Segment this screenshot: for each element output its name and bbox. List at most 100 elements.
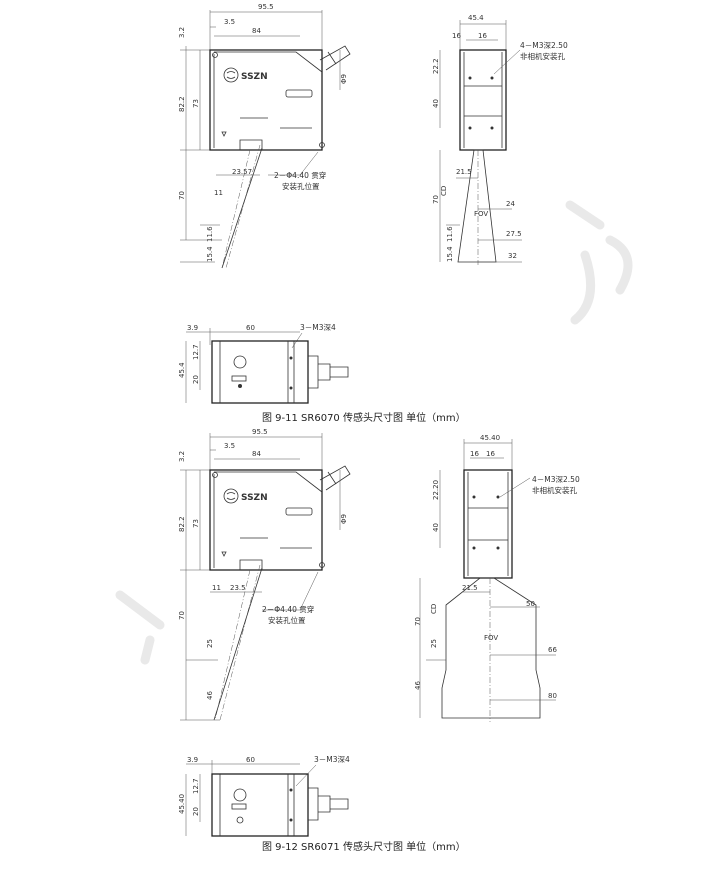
cable-connector — [319, 465, 351, 491]
top-offset: 3.9 — [187, 324, 198, 332]
side-fov-a: 50 — [526, 600, 535, 608]
side-fov-label: FOV — [484, 634, 498, 642]
screw-note-2: 非相机安装孔 — [532, 485, 577, 495]
screw-note-1: 4－M3深2.50 — [520, 41, 568, 50]
side-cd-label: CD — [430, 604, 438, 614]
dim-body-width: 84 — [252, 27, 261, 35]
dim-offset-left: 3.5 — [224, 442, 235, 450]
side-body — [463, 469, 513, 579]
side-fov-b: 27.5 — [506, 230, 522, 238]
side-fov-label: FOV — [474, 210, 488, 218]
side-width: 45.4 — [468, 14, 484, 22]
side-fov-c: 32 — [508, 252, 517, 260]
brand-logo: SSZN — [241, 493, 268, 503]
fig2-caption: 图 9-12 SR6071 传感头尺寸图 单位（mm） — [262, 840, 466, 853]
top-h-b: 20 — [192, 375, 200, 384]
top-lens — [233, 788, 247, 802]
mount-note-2: 安装孔位置 — [268, 615, 306, 625]
dim-range-a: 25 — [206, 639, 214, 648]
fig1-caption: 图 9-11 SR6070 传感头尺寸图 单位（mm） — [262, 411, 466, 424]
mount-hole-bottom — [319, 142, 325, 148]
screw-note-1: 4－M3深2.50 — [532, 475, 580, 484]
top-h-b: 20 — [192, 807, 200, 816]
side-range-b: 15.4 — [446, 246, 454, 262]
mount-note-2: 安装孔位置 — [282, 181, 320, 191]
side-range-b: 46 — [414, 681, 422, 690]
sensor-body — [209, 49, 323, 151]
mount-hole-top — [212, 472, 218, 478]
dim-height-total: 82.2 — [178, 96, 186, 112]
dim-cable-dia: Φ9 — [340, 74, 348, 84]
dim-angle-offset: 11 — [212, 584, 221, 592]
side-range-a: 11.6 — [446, 226, 454, 242]
top-lens — [233, 355, 247, 369]
side-cd-label: CD — [440, 186, 448, 196]
body-top-bevel — [214, 51, 323, 73]
side-beam-w: 21.5 — [456, 168, 472, 176]
logo-mark — [223, 67, 239, 83]
fig1-front-view: 95.5 3.5 84 3.2 82.2 73 70 11.6 15.4 Φ9 … — [178, 3, 351, 269]
fig1-top-view: 3.9 60 3－M3深4 45.4 12.7 20 — [178, 323, 349, 404]
fig1-side-view: 45.4 16 16 22.2 40 4－M3深2.50 非相机安装孔 70 C… — [432, 14, 568, 265]
dim-cd: 70 — [178, 191, 186, 200]
watermark — [115, 200, 633, 665]
screw-note-2: 非相机安装孔 — [520, 51, 565, 61]
lens-window — [285, 507, 313, 516]
dim-top-small: 3.2 — [178, 27, 186, 38]
side-height-b: 40 — [432, 99, 440, 108]
side-fov-c: 80 — [548, 692, 557, 700]
fig2-top-view: 3.9 60 3－M3深4 45.40 12.7 20 — [178, 755, 350, 837]
fov-beam — [457, 149, 497, 263]
dim-height-body: 73 — [192, 99, 200, 108]
top-h-a: 12.7 — [192, 778, 200, 794]
side-pitch-a: 16 — [470, 450, 479, 458]
top-width: 45.40 — [178, 794, 186, 814]
top-length: 60 — [246, 756, 255, 764]
dim-cd: 70 — [178, 611, 186, 620]
fov-beam — [441, 577, 541, 719]
mount-note-1: 2－Φ4.40 贯穿 — [274, 170, 326, 180]
side-pitch-a: 16 — [452, 32, 461, 40]
side-height-a: 22.2 — [432, 58, 440, 74]
side-height-b: 40 — [432, 523, 440, 532]
dim-height-total: 82.2 — [178, 516, 186, 532]
top-cable — [330, 366, 349, 378]
side-cd: 70 — [432, 195, 440, 204]
dim-height-body: 73 — [192, 519, 200, 528]
side-body — [459, 49, 507, 151]
dim-cable-dia: Φ9 — [340, 514, 348, 524]
side-cd: 70 — [414, 617, 422, 626]
mount-hole-bottom — [319, 562, 325, 568]
side-fov-b: 66 — [548, 646, 557, 654]
side-height-a: 22.20 — [432, 480, 440, 500]
top-screw-note: 3－M3深4 — [300, 323, 336, 332]
fig2-front-view: 95.5 3.5 84 3.2 82.2 73 70 25 46 Φ9 SSZN — [178, 428, 351, 721]
dim-width-total: 95.5 — [258, 3, 274, 11]
dim-angle: 23.5 — [230, 584, 246, 592]
top-body — [211, 340, 309, 404]
top-width: 45.4 — [178, 362, 186, 378]
top-screw-note: 3－M3深4 — [314, 755, 350, 764]
fig2-side-view: 45.40 16 16 22.20 40 4－M3深2.50 非相机安装孔 70… — [414, 434, 580, 722]
logo-mark — [223, 488, 239, 504]
top-offset: 3.9 — [187, 756, 198, 764]
dim-range-b: 15.4 — [206, 246, 214, 262]
side-fov-a: 24 — [506, 200, 515, 208]
dim-width-total: 95.5 — [252, 428, 268, 436]
top-body — [211, 773, 309, 837]
dim-offset-left: 3.5 — [224, 18, 235, 26]
dim-angle-offset: 11 — [214, 189, 223, 197]
side-range-a: 25 — [430, 639, 438, 648]
top-h-a: 12.7 — [192, 344, 200, 360]
lens-window — [285, 89, 313, 98]
dim-range-a: 11.6 — [206, 226, 214, 242]
brand-logo: SSZN — [241, 72, 268, 82]
dim-body-width: 84 — [252, 450, 261, 458]
dim-range-b: 46 — [206, 691, 214, 700]
mount-note-1: 2－Φ4.40 贯穿 — [262, 604, 314, 614]
side-pitch-b: 16 — [478, 32, 487, 40]
sensor-body — [209, 469, 323, 571]
dim-angle: 23.57 — [232, 168, 252, 176]
side-pitch-b: 16 — [486, 450, 495, 458]
